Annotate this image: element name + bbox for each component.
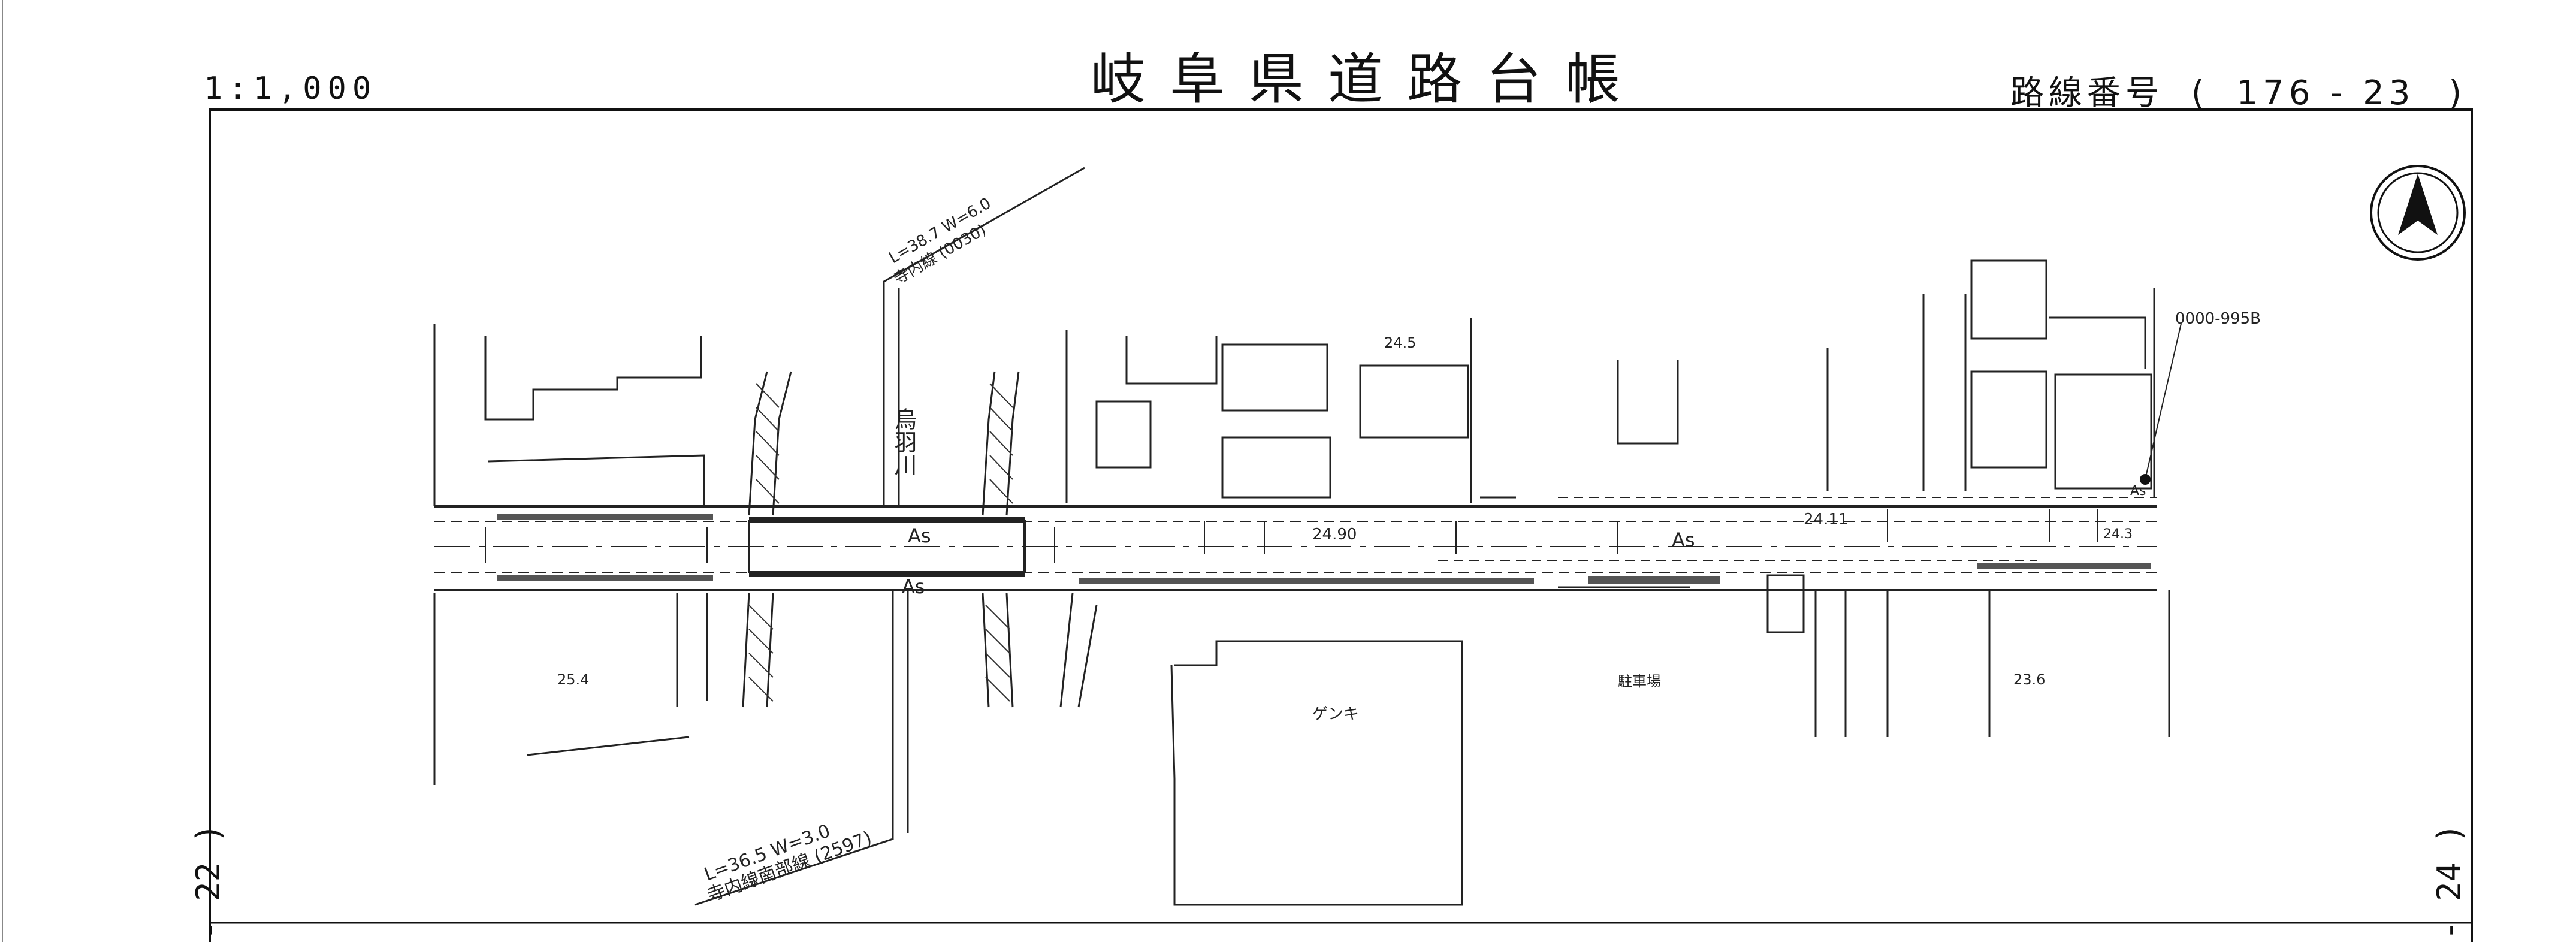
road-elevation-3: 24.3 — [2103, 527, 2133, 542]
branch-road-top — [883, 167, 1085, 506]
surface-label-4: As — [2130, 484, 2146, 499]
page-title: 岐阜県道路台帳 — [1091, 47, 1645, 111]
buildings-south — [433, 574, 2170, 906]
route-number-label: 路線番号 ( 176 - 23 ) — [2010, 66, 2466, 114]
elevation-point-3: 23.6 — [2013, 671, 2045, 688]
elevation-point-2: 25.4 — [557, 671, 589, 688]
north-arrow-icon — [2370, 165, 2466, 261]
river-name: 烏羽川 — [890, 407, 917, 476]
parcel-leader — [2140, 323, 2182, 485]
main-road — [434, 497, 2157, 591]
map-frame — [209, 108, 2473, 942]
sidewalk-hatch — [497, 514, 2151, 584]
dimension-ticks — [485, 509, 2098, 563]
map-scale: 1:1,000 — [204, 71, 378, 107]
buildings-north — [433, 259, 2155, 506]
surface-label-2: As — [902, 575, 925, 598]
route-open-paren: ( — [2191, 74, 2209, 113]
surface-label-3: As — [1672, 529, 1695, 551]
building-name: ゲンキ — [1312, 705, 1359, 723]
route-close-paren: ) — [2448, 74, 2467, 113]
elevation-point-1: 24.5 — [1384, 334, 1416, 351]
river-channel — [742, 371, 1026, 708]
river-hatch — [748, 383, 1013, 702]
road-elevation-1: 24.90 — [1312, 526, 1357, 544]
parcel-id: 0000-995B — [2175, 310, 2261, 328]
road-elevation-2: 24.11 — [1804, 511, 1848, 529]
route-label-text: 路線番号 — [2010, 74, 2164, 113]
route-number-value: 176 - 23 — [2236, 74, 2415, 113]
surface-label-1: As — [908, 524, 931, 547]
branch-road-bottom — [694, 590, 909, 906]
parking-label: 駐車場 — [1618, 673, 1661, 690]
